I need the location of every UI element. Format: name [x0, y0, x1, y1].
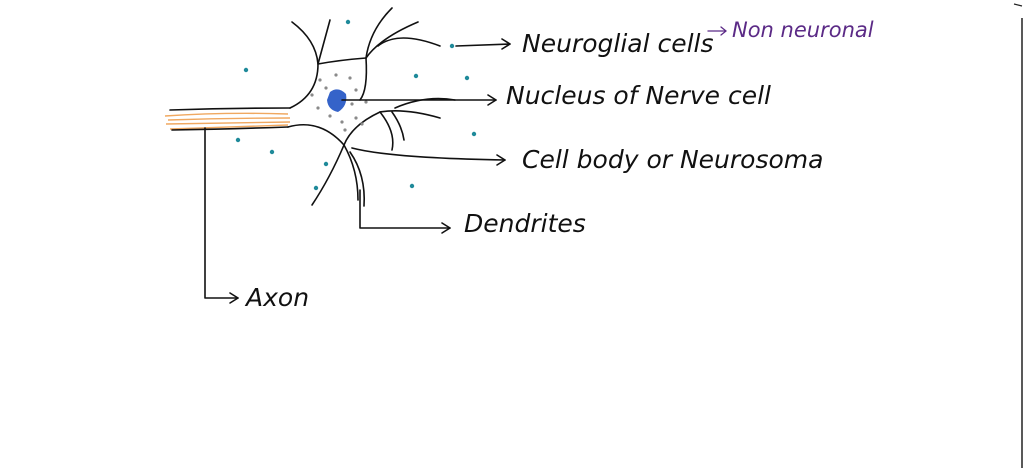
axon: [169, 107, 291, 131]
label-cell-body: Cell body or Neurosoma: [522, 145, 823, 174]
pointer-non-neuronal: [707, 26, 727, 36]
pointer-neuroglial: [455, 38, 511, 50]
cell-body-outline: [287, 7, 456, 207]
label-dendrites: Dendrites: [464, 209, 586, 238]
pointer-axon: [204, 127, 239, 304]
pointer-cell-body: [351, 147, 506, 166]
label-non-neuronal: Non neuronal: [732, 18, 874, 42]
nucleus: [327, 89, 347, 112]
cytoplasm-dots: [310, 73, 368, 132]
label-nucleus: Nucleus of Nerve cell: [506, 81, 771, 110]
label-neuroglial: Neuroglial cells: [522, 29, 714, 58]
neuroglial-dots: [235, 19, 477, 191]
corner-mark: [1013, 3, 1023, 7]
pointer-nucleus: [341, 94, 497, 106]
pointer-dendrites: [359, 189, 451, 234]
label-axon: Axon: [244, 283, 309, 312]
axon-fibers: [164, 112, 291, 130]
